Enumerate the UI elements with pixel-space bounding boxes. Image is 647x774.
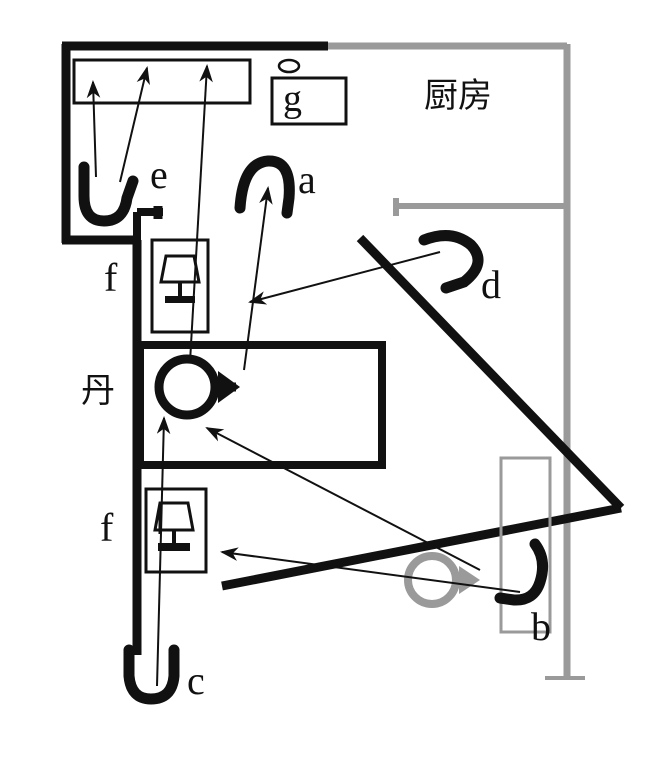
annotation-arrows <box>86 64 521 687</box>
counter-top-left <box>72 58 252 105</box>
lamp-box-lower <box>144 487 208 574</box>
arrow-8 <box>156 416 171 687</box>
person-black-symbol <box>154 354 240 420</box>
arrow-2 <box>119 66 150 183</box>
arrow-7 <box>220 547 521 593</box>
arrow-1 <box>86 80 101 178</box>
hook-b <box>494 538 549 606</box>
hook-c <box>123 644 180 705</box>
gray-walls <box>325 42 585 680</box>
label-c: c <box>187 658 205 703</box>
diagonal-structure <box>221 234 625 591</box>
hook-a <box>234 155 295 219</box>
black-walls <box>61 41 386 655</box>
label-f-lower: f <box>100 505 114 550</box>
arrow-4 <box>243 186 273 371</box>
hook-e <box>78 161 139 227</box>
label-e: e <box>150 152 168 197</box>
arrow-5 <box>248 251 441 305</box>
lamp-box-upper <box>150 238 210 334</box>
label-d: d <box>481 262 501 307</box>
room-label-dan: 丹 <box>81 371 115 411</box>
arrow-6 <box>205 427 481 571</box>
label-g: g <box>283 78 302 120</box>
person-gray-symbol <box>404 552 480 608</box>
hook-d <box>418 230 484 294</box>
appliance-g-box <box>270 58 348 126</box>
label-b: b <box>531 604 551 649</box>
door-gray-rect <box>499 456 552 634</box>
arrow-3 <box>189 64 213 363</box>
label-f-upper: f <box>104 255 118 300</box>
kitchen-title: 厨房 <box>424 76 492 116</box>
label-a: a <box>298 157 316 202</box>
